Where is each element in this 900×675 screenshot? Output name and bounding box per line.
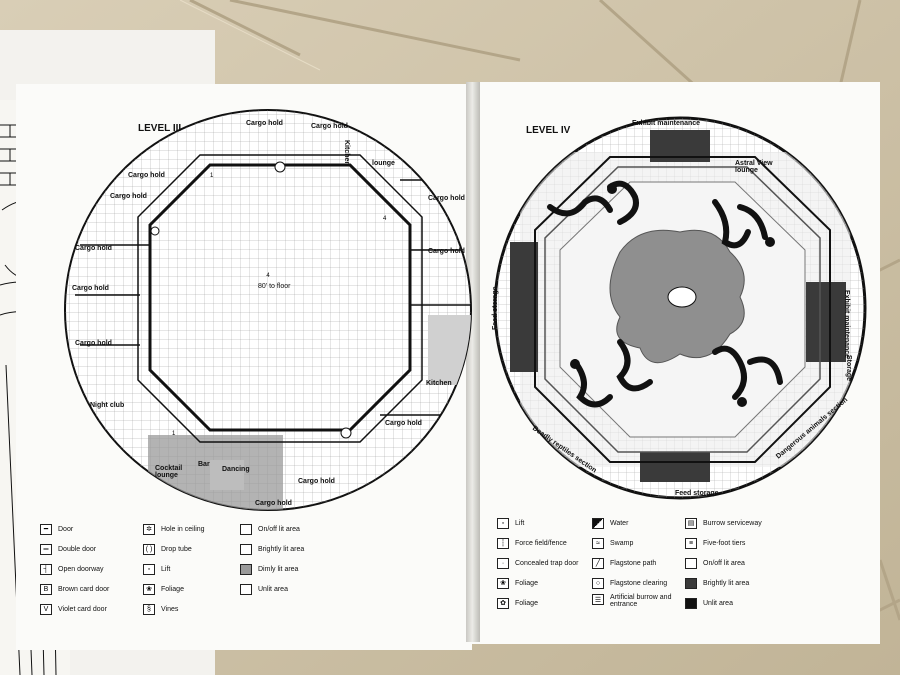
svg-text:4: 4 xyxy=(266,273,270,279)
label-exhibit-maintenance-side: Exhibit maintenance xyxy=(843,290,850,359)
legend-item: ○Flagstone clearing xyxy=(592,576,667,590)
lift-icon: ▫ xyxy=(497,517,509,529)
foliage-icon: ✿ xyxy=(497,597,509,609)
on-off-lit-icon xyxy=(240,523,252,535)
label-dancing: Dancing xyxy=(222,466,250,473)
label-bar: Bar xyxy=(198,461,210,468)
label-cargo-hold: Cargo hold xyxy=(298,478,335,485)
label-cargo-hold: Cargo hold xyxy=(385,420,422,427)
level-3-title: LEVEL III xyxy=(138,123,182,134)
legend-item: On/off lit area xyxy=(685,556,745,570)
label-cargo-hold: Cargo hold xyxy=(428,248,465,255)
legend-item: Dimly lit area xyxy=(240,562,298,576)
lift-icon: ▫ xyxy=(143,563,155,575)
legend-item: Unlit area xyxy=(685,596,733,610)
legend-item: Water xyxy=(592,516,628,530)
legend-item: ━Door xyxy=(40,522,73,536)
legend-item: ☰Artificial burrow and entrance xyxy=(592,594,685,616)
legend-item: ┤Open doorway xyxy=(40,562,104,576)
artificial-burrow-icon: ☰ xyxy=(592,594,604,605)
unlit-icon xyxy=(240,583,252,595)
label-feed-storage-side: Feed storage xyxy=(492,286,499,330)
burrow-serviceway-icon: ▤ xyxy=(685,517,697,529)
legend-item: ≈Swamp xyxy=(592,536,633,550)
legend-item: ▤Burrow serviceway xyxy=(685,516,762,530)
legend-item: ▫Lift xyxy=(143,562,170,576)
legend-item: ✲Hole in ceiling xyxy=(143,522,205,536)
legend-item: ( )Drop tube xyxy=(143,542,192,556)
maintenance-room xyxy=(806,282,846,362)
brightly-lit-icon xyxy=(685,577,697,589)
legend-item: On/off lit area xyxy=(240,522,300,536)
double-door-icon: ═ xyxy=(40,543,52,555)
five-foot-tiers-icon: ≡ xyxy=(685,537,697,549)
legend-item: Brightly lit area xyxy=(685,576,749,590)
legend-item: ┆Force field/fence xyxy=(497,536,567,550)
label-cargo-hold: Cargo hold xyxy=(428,195,465,202)
level-4-title: LEVEL IV xyxy=(526,125,571,136)
label-cargo-hold: Cargo hold xyxy=(75,340,112,347)
swamp-icon: ≈ xyxy=(592,537,604,549)
label-exhibit-maintenance: Exhibit maintenance xyxy=(632,120,701,127)
vines-icon: § xyxy=(143,603,155,615)
on-off-lit-icon xyxy=(685,557,697,569)
unlit-icon xyxy=(685,597,697,609)
label-night-club: Night club xyxy=(90,402,125,409)
label-kitchen: Kitchen xyxy=(343,140,350,166)
legend-level-4: ▫Lift ┆Force field/fence ·Concealed trap… xyxy=(497,516,877,631)
label-cocktail-lounge: Cocktail lounge xyxy=(155,465,183,479)
label-cargo-hold: Cargo hold xyxy=(255,500,292,507)
violet-card-door-icon: V xyxy=(40,603,52,615)
flagstone-path-icon: ╱ xyxy=(592,557,604,569)
hole-in-ceiling-icon: ✲ xyxy=(143,523,155,535)
legend-item: §Vines xyxy=(143,602,178,616)
label-feed-storage: Feed storage xyxy=(675,490,719,497)
label-cargo-hold: Cargo hold xyxy=(72,285,109,292)
legend-item: ▫Lift xyxy=(497,516,524,530)
label-cargo-hold: Cargo hold xyxy=(311,123,348,130)
level-3-map: 4 1 4 1 xyxy=(64,109,472,511)
flagstone-clearing-icon: ○ xyxy=(592,577,604,589)
bottom-room xyxy=(640,452,710,482)
drop-tube-icon: ( ) xyxy=(143,543,155,555)
water-icon xyxy=(592,517,604,529)
label-kitchen: Kitchen xyxy=(426,380,452,387)
door-icon: ━ xyxy=(40,523,52,535)
feed-storage-room xyxy=(510,242,538,372)
label-cargo-hold: Cargo hold xyxy=(128,172,165,179)
legend-item: Unlit area xyxy=(240,582,288,596)
foliage-icon: ❀ xyxy=(143,583,155,595)
label-astral-view-lounge: Astral View lounge xyxy=(735,160,773,174)
legend-item: ❀Foliage xyxy=(497,576,538,590)
label-floor-note: 80' to floor xyxy=(258,283,291,290)
concealed-trap-door-icon: · xyxy=(497,557,509,569)
legend-item: ≡Five-foot tiers xyxy=(685,536,745,550)
dimly-lit-icon xyxy=(240,563,252,575)
brown-card-door-icon: B xyxy=(40,583,52,595)
kitchen-area xyxy=(428,315,471,385)
legend-item: ·Concealed trap door xyxy=(497,556,578,570)
brightly-lit-icon xyxy=(240,543,252,555)
label-storage: Storage xyxy=(845,355,852,382)
force-field-icon: ┆ xyxy=(497,537,509,549)
label-lounge: lounge xyxy=(372,160,395,167)
level-4-map xyxy=(493,116,867,500)
svg-text:4: 4 xyxy=(383,216,387,222)
book-gutter xyxy=(466,82,480,642)
svg-text:1: 1 xyxy=(172,431,176,437)
open-doorway-icon: ┤ xyxy=(40,563,52,575)
legend-item: Brightly lit area xyxy=(240,542,304,556)
label-cargo-hold: Cargo hold xyxy=(75,245,112,252)
label-cargo-hold: Cargo hold xyxy=(246,120,283,127)
legend-item: ✿Foliage xyxy=(497,596,538,610)
legend-item: ╱Flagstone path xyxy=(592,556,656,570)
foliage-icon: ❀ xyxy=(497,577,509,589)
svg-text:1: 1 xyxy=(210,173,214,179)
legend-item: ═Double door xyxy=(40,542,96,556)
label-cargo-hold: Cargo hold xyxy=(110,193,147,200)
legend-item: ❀Foliage xyxy=(143,582,184,596)
